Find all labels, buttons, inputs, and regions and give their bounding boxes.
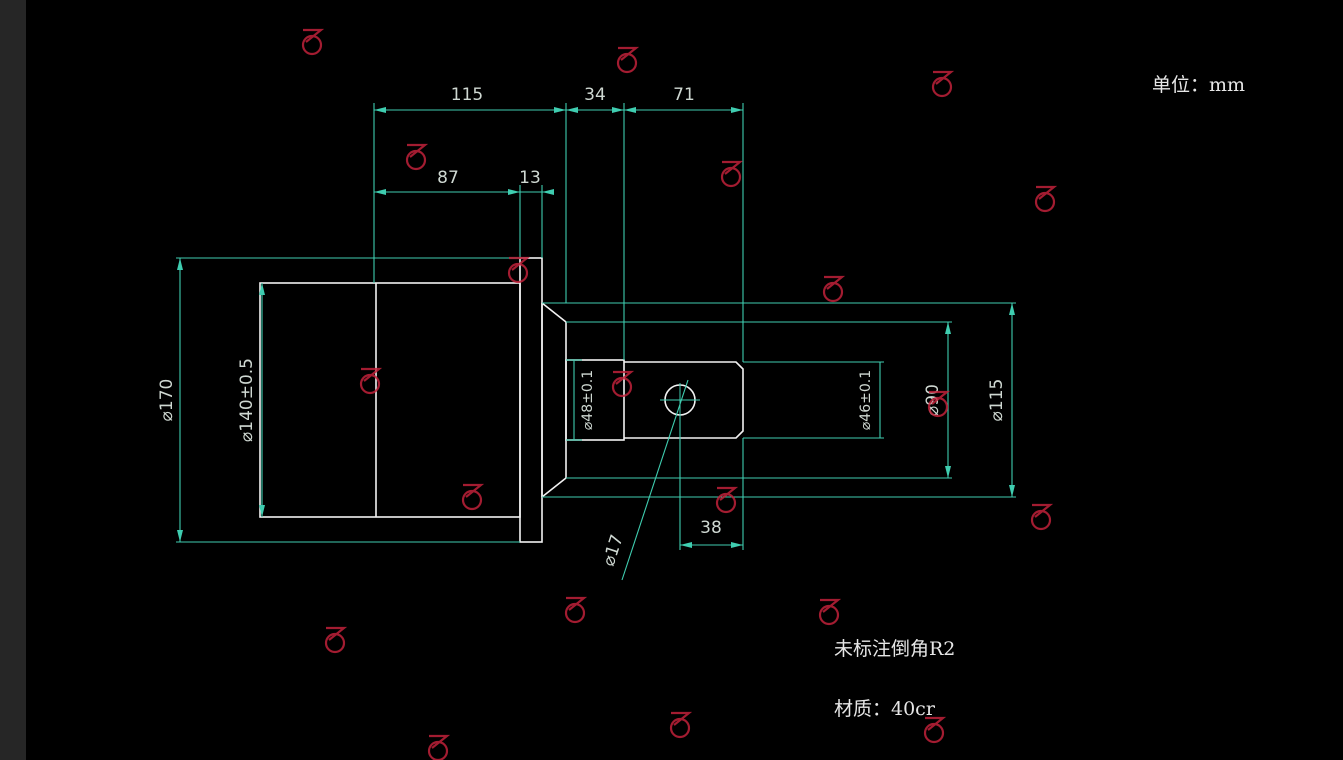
dim-115-top: 115	[451, 85, 483, 105]
watermark-logo-icon	[931, 70, 955, 98]
unit-label: 单位：mm	[1152, 74, 1245, 96]
dim-13: 13	[519, 168, 541, 188]
watermark-logo-icon	[715, 486, 739, 514]
chamfer-note: 未标注倒角R2	[834, 638, 955, 660]
watermark-logo-icon	[611, 370, 635, 398]
watermark-logo-icon	[461, 483, 485, 511]
dim-dia-46: ⌀46±0.1	[858, 370, 874, 430]
material-note: 材质：40cr	[834, 698, 936, 720]
flange	[519, 257, 543, 543]
window-edge	[0, 0, 26, 760]
dimension-arrows	[177, 107, 1015, 548]
dim-71: 71	[673, 85, 695, 105]
watermark-logo-icon	[507, 256, 531, 284]
watermark-logo-icon	[927, 390, 951, 418]
dim-dia-170: ⌀170	[157, 379, 177, 422]
dim-87: 87	[437, 168, 459, 188]
watermark-logo-icon	[564, 596, 588, 624]
dim-dia-140: ⌀140±0.5	[237, 358, 257, 442]
watermark-logo-icon	[301, 28, 325, 56]
shaft-46	[624, 361, 744, 439]
watermark-layer	[301, 28, 1058, 760]
dim-dia-115: ⌀115	[987, 379, 1007, 422]
watermark-logo-icon	[1030, 503, 1054, 531]
watermark-logo-icon	[324, 626, 348, 654]
watermark-logo-icon	[359, 367, 383, 395]
watermark-logo-icon	[616, 46, 640, 74]
hole-centre-mark	[660, 383, 700, 417]
cone-section	[541, 302, 567, 498]
watermark-logo-icon	[720, 160, 744, 188]
watermark-logo-icon	[1034, 185, 1058, 213]
watermark-logo-icon	[818, 598, 842, 626]
dim-dia-17: ⌀17	[599, 532, 628, 568]
watermark-logo-icon	[923, 716, 947, 744]
dim-dia-48: ⌀48±0.1	[580, 370, 596, 430]
body-cylinder	[259, 282, 521, 518]
dimension-lines	[176, 103, 1016, 581]
watermark-logo-icon	[427, 734, 451, 760]
dim-38: 38	[700, 518, 722, 538]
shaft-48	[565, 359, 625, 441]
watermark-logo-icon	[822, 275, 846, 303]
watermark-logo-icon	[669, 711, 693, 739]
dim-34: 34	[584, 85, 606, 105]
watermark-logo-icon	[405, 143, 429, 171]
